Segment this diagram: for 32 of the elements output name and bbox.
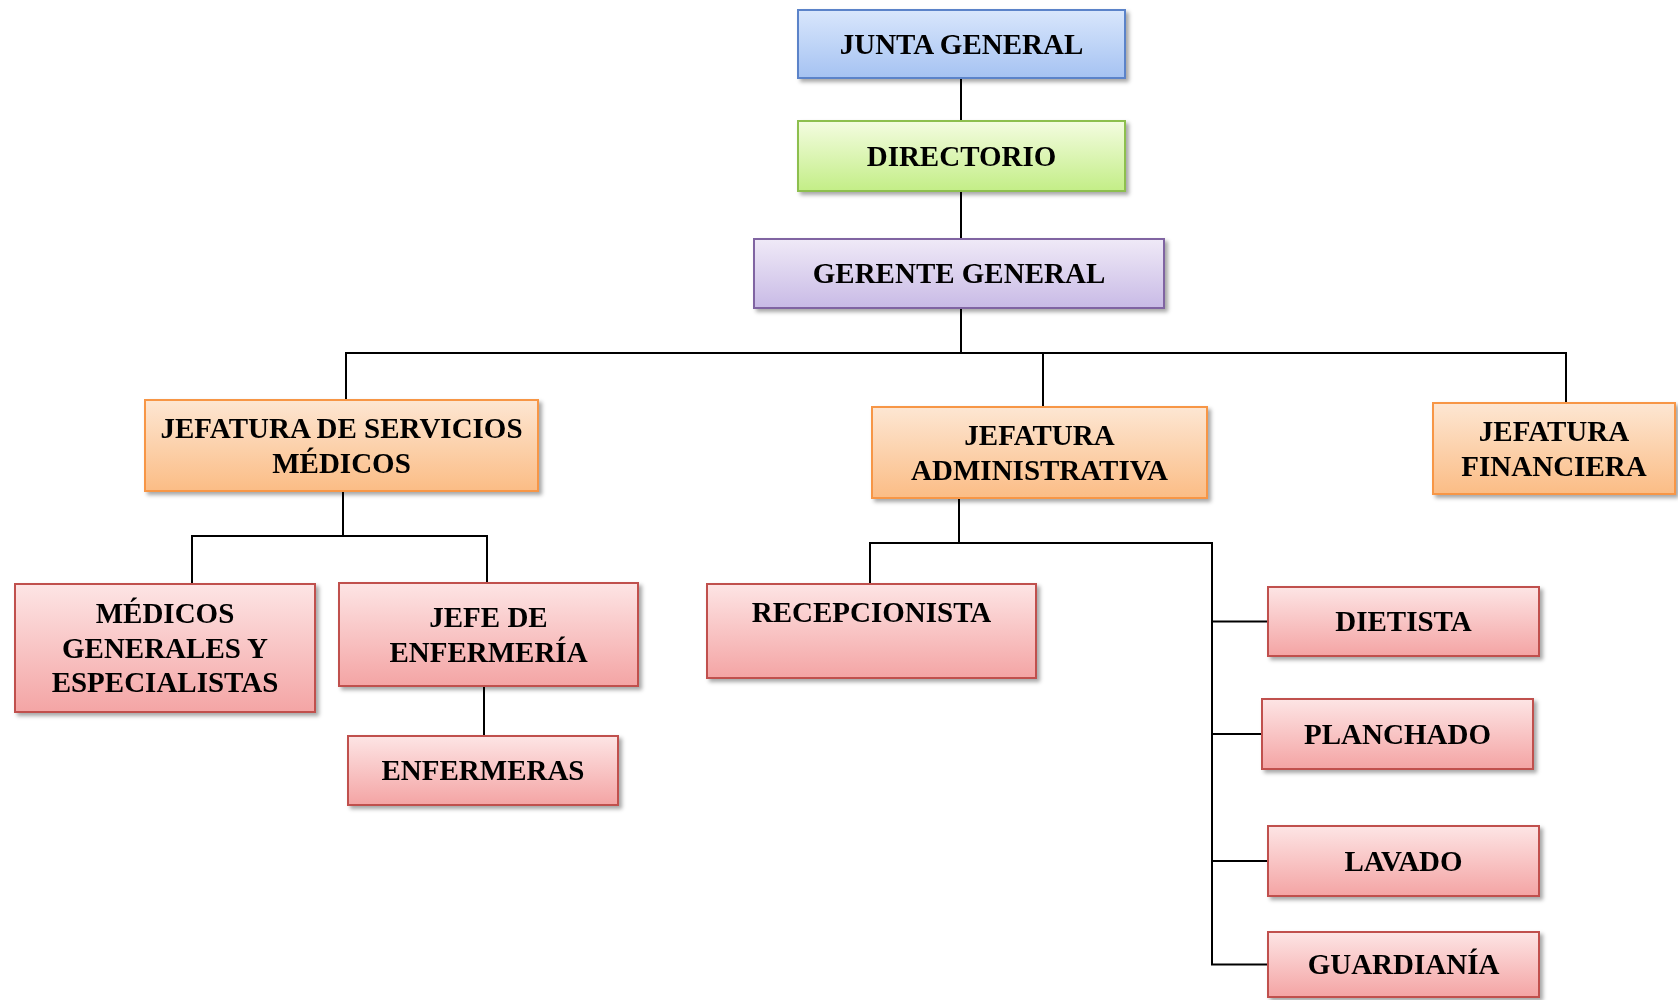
box-label: RECEPCIONISTA bbox=[751, 595, 992, 630]
box-label: DIRECTORIO bbox=[866, 138, 1057, 174]
org-box bbox=[797, 9, 1126, 79]
box-label: GUARDIANÍA bbox=[1307, 947, 1500, 982]
org-box bbox=[1267, 931, 1540, 998]
box-label: DIETISTA bbox=[1335, 604, 1472, 639]
org-box bbox=[706, 583, 1037, 679]
org-box bbox=[1261, 698, 1534, 770]
org-box bbox=[347, 735, 619, 806]
org-box bbox=[871, 406, 1208, 499]
org-box bbox=[14, 583, 316, 713]
org-box bbox=[338, 582, 639, 687]
org-box bbox=[753, 238, 1165, 309]
org-box bbox=[1267, 825, 1540, 897]
box-label: PLANCHADO bbox=[1304, 716, 1491, 752]
box-label: JEFATURA ADMINISTRATIVA bbox=[910, 417, 1169, 488]
box-label: JUNTA GENERAL bbox=[839, 26, 1084, 62]
connector-line bbox=[960, 78, 962, 121]
org-box bbox=[1432, 402, 1676, 495]
org-box bbox=[797, 120, 1126, 192]
box-label: JEFE DE ENFERMERÍA bbox=[388, 599, 589, 670]
box-label: LAVADO bbox=[1344, 843, 1463, 879]
box-label: ENFERMERAS bbox=[381, 753, 585, 788]
org-box bbox=[144, 399, 539, 492]
box-label: JEFATURA FINANCIERA bbox=[1460, 413, 1648, 484]
connector-line bbox=[342, 491, 488, 583]
connector-line bbox=[960, 191, 962, 239]
org-box bbox=[1267, 586, 1540, 657]
box-label: GERENTE GENERAL bbox=[812, 256, 1106, 291]
connector-line bbox=[483, 686, 485, 736]
box-label: MÉDICOS GENERALES Y ESPECIALISTAS bbox=[50, 595, 280, 701]
box-label: JEFATURA DE SERVICIOS MÉDICOS bbox=[159, 410, 524, 481]
